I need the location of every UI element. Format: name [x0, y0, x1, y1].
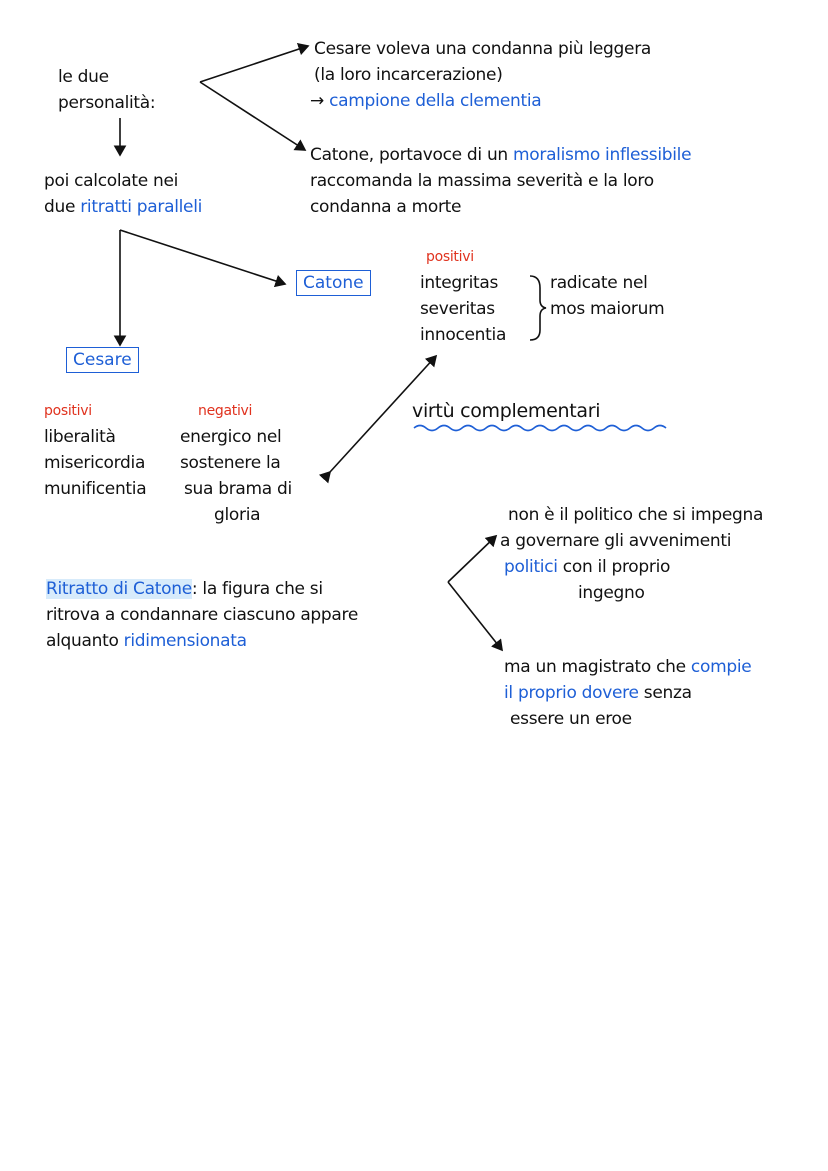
portraits-line1: poi calcolate nei [44, 171, 179, 191]
catone-view-line2: raccomanda la massima severità e la loro [310, 171, 654, 191]
branch-a-line3: politici con il proprio [504, 557, 671, 577]
wavy-underline [413, 424, 667, 432]
trait-item: gloria [214, 505, 261, 525]
root-line2: personalità: [58, 93, 156, 113]
arrow-branch-b [447, 581, 503, 652]
cesare-negative-header: negativi [198, 403, 253, 419]
cesare-view-result-row: → campione della clementia [310, 90, 542, 112]
moralismo-label: moralismo inflessibile [513, 145, 692, 165]
clementia-label: campione della clementia [329, 91, 542, 111]
portraits-line2: due ritratti paralleli [44, 197, 203, 217]
ritratto-catone-label: Ritratto di Catone [46, 579, 192, 599]
trait-item: energico nel [180, 427, 282, 447]
ritratti-paralleli-label: ritratti paralleli [80, 197, 203, 217]
branch-b-line3: essere un eroe [510, 709, 632, 729]
arrow-to-catone-box [119, 229, 287, 288]
trait-item: sua brama di [184, 479, 292, 499]
brace-note-line1: radicate nel [550, 273, 648, 293]
portrait-catone-line3: alquanto ridimensionata [46, 631, 247, 651]
arrow-to-catone-view [199, 81, 307, 151]
ridimensionata-label: ridimensionata [123, 631, 247, 651]
proprio-dovere-label: il proprio dovere [504, 683, 639, 703]
arrow-branch-a [447, 534, 498, 583]
portrait-catone-line1: Ritratto di Catone: la figura che si [46, 579, 323, 599]
compie-label: compie [690, 657, 752, 677]
virtue-item: integritas [420, 273, 499, 293]
branch-a-line2: a governare gli avvenimenti [500, 531, 732, 551]
politici-label: politici [504, 557, 558, 577]
arrow-to-cesare-view [199, 42, 310, 83]
branch-a-line4: ingegno [578, 583, 645, 603]
branch-a-line1: non è il politico che si impegna [508, 505, 764, 525]
catone-positive-header: positivi [426, 249, 474, 265]
cesare-view-line1: Cesare voleva una condanna più leggera [314, 39, 652, 59]
catone-view-line1: Catone, portavoce di un moralismo infles… [310, 145, 692, 165]
cesare-view-line2: (la loro incarcerazione) [314, 65, 503, 85]
branch-b-line1: ma un magistrato che compie [504, 657, 752, 677]
portrait-catone-line2: ritrova a condannare ciascuno appare [46, 605, 359, 625]
virtue-item: severitas [420, 299, 495, 319]
double-arrow-virtues [318, 354, 438, 484]
virtue-item: innocentia [420, 325, 507, 345]
catone-view-line3: condanna a morte [310, 197, 462, 217]
branch-b-line2: il proprio dovere senza [504, 683, 692, 703]
root-line1: le due [58, 67, 109, 87]
trait-item: liberalità [44, 427, 116, 447]
catone-box: Catone [296, 270, 371, 296]
complementary-virtues: virtù complementari [412, 400, 601, 422]
trait-item: munificentia [44, 479, 147, 499]
brace-note-line2: mos maiorum [550, 299, 665, 319]
arrow-glyph: → [310, 91, 324, 111]
cesare-box: Cesare [66, 347, 139, 373]
trait-item: sostenere la [180, 453, 281, 473]
curly-brace [529, 275, 547, 341]
trait-item: misericordia [44, 453, 146, 473]
cesare-positive-header: positivi [44, 403, 92, 419]
